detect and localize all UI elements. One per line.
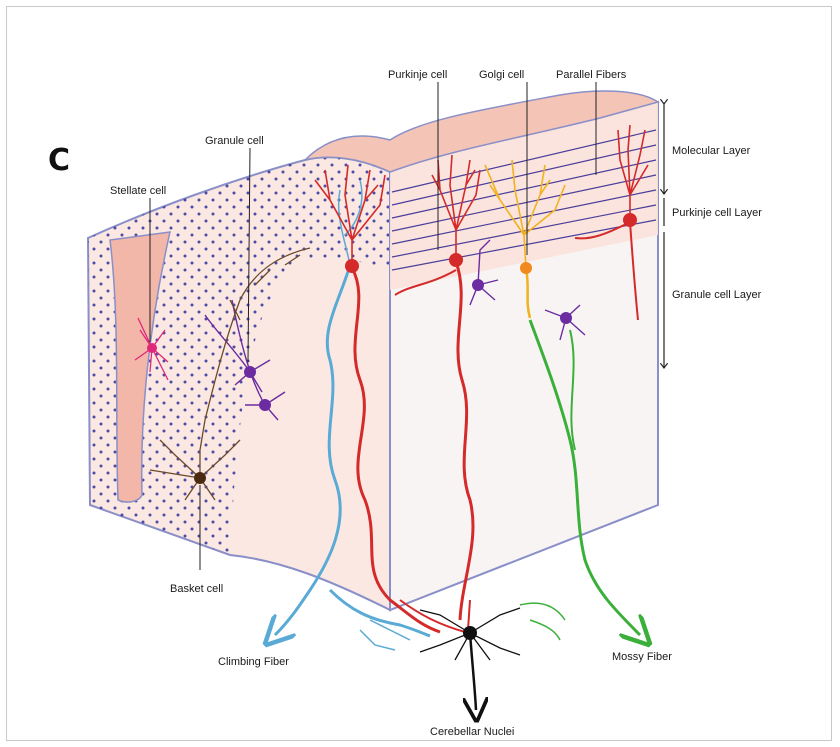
- label-molecular-layer: Molecular Layer: [672, 145, 751, 157]
- label-stellate-cell: Stellate cell: [110, 185, 166, 197]
- cerebellar-nuclei-neuron: [420, 608, 520, 710]
- panel-letter: C: [48, 143, 70, 178]
- label-mossy-fiber: Mossy Fiber: [612, 651, 672, 663]
- label-cerebellar-nuclei: Cerebellar Nuclei: [430, 726, 514, 738]
- label-granule-cell: Granule cell: [205, 135, 264, 147]
- label-golgi-cell: Golgi cell: [479, 69, 524, 81]
- label-basket-cell: Basket cell: [170, 583, 223, 595]
- label-granule-layer: Granule cell Layer: [672, 289, 762, 301]
- label-parallel-fibers: Parallel Fibers: [556, 69, 627, 81]
- label-purkinje-layer: Purkinje cell Layer: [672, 207, 762, 219]
- label-purkinje-cell: Purkinje cell: [388, 69, 447, 81]
- label-climbing-fiber: Climbing Fiber: [218, 656, 289, 668]
